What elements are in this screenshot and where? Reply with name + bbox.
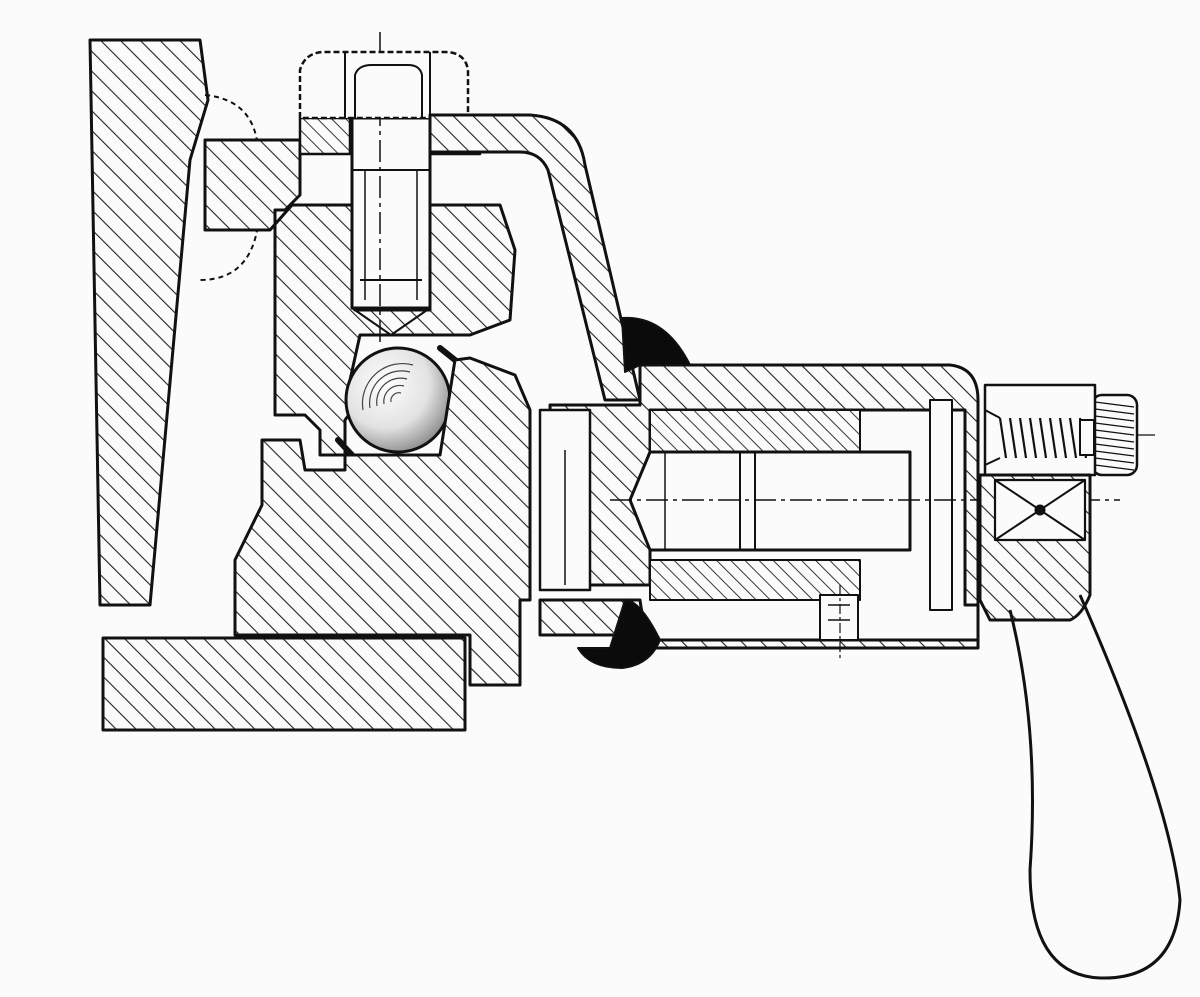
- lower-body-block: [235, 358, 530, 685]
- inner-spindle: [610, 452, 1120, 550]
- clamp-bolt: [352, 32, 430, 345]
- tapered-wedge-jaw: [90, 40, 258, 605]
- bolt-head-hex-nut: [300, 52, 468, 118]
- loop-handle: [1010, 595, 1180, 978]
- cylindrical-housing: [540, 365, 978, 648]
- base-plate: [103, 638, 465, 730]
- end-cap-with-cross: [980, 475, 1090, 620]
- coil-spring: [985, 385, 1095, 475]
- black-sealing-ring: [578, 318, 690, 668]
- knurled-adjusting-knob: [1092, 395, 1155, 475]
- steel-ball: [338, 348, 455, 455]
- set-screw: [820, 585, 858, 660]
